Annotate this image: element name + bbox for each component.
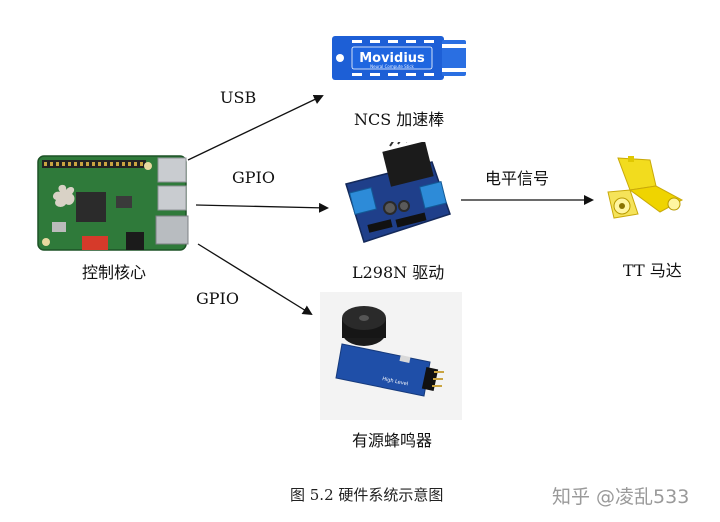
- watermark: 知乎 @凌乱533: [552, 486, 690, 508]
- gpio-buzzer-arrow: [197, 243, 313, 316]
- node-label-ncs: NCS 加速棒: [354, 110, 445, 129]
- usb-arrow: [187, 94, 324, 161]
- node-label-controller: 控制核心: [82, 263, 147, 282]
- gpio-driver-arrow: [195, 202, 329, 213]
- edge-label-level-signal: 电平信号: [485, 169, 550, 188]
- ncs-stick-image: Movidius Neural Compute Stick: [332, 36, 466, 80]
- ncs-subtitle-text: Neural Compute Stick: [370, 64, 414, 69]
- node-label-motor: TT 马达: [623, 261, 682, 280]
- edge-label-usb: USB: [220, 88, 257, 107]
- tt-motor-image: [607, 156, 684, 219]
- buzzer-photo-frame: High Level: [320, 292, 462, 420]
- raspberry-pi-board-image: [37, 155, 189, 251]
- buzzer-module-image: High Level: [335, 306, 444, 397]
- ncs-brand-text: Movidius: [359, 51, 425, 66]
- buzzer-board-text: High Level: [382, 376, 409, 387]
- l298n-driver-image: [345, 142, 451, 243]
- edge-label-gpio-buzzer: GPIO: [196, 289, 239, 308]
- node-label-driver: L298N 驱动: [352, 263, 445, 282]
- figure-caption: 图 5.2 硬件系统示意图: [290, 486, 444, 504]
- node-label-buzzer: 有源蜂鸣器: [352, 431, 433, 450]
- edge-label-gpio-driver: GPIO: [232, 168, 275, 187]
